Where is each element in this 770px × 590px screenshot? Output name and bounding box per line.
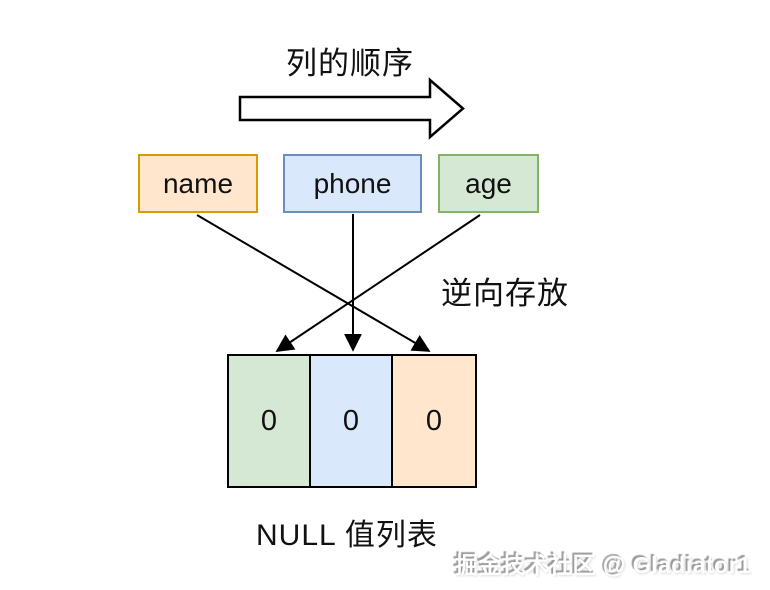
null-bitmap-cell-phone: 0 [309,354,393,488]
null-bitmap-cell-age: 0 [227,354,311,488]
right-block-arrow-icon [238,77,465,140]
null-cell-value: 0 [260,404,278,437]
null-cell-value: 0 [342,404,360,437]
column-label-age: age [465,167,512,199]
column-box-name: name [138,154,258,213]
column-label-name: name [162,167,234,199]
null-cell-value: 0 [425,404,443,437]
reverse-storage-label: 逆向存放 [441,276,569,311]
diagram-title: 列的顺序 [286,46,414,81]
null-list-caption: NULL 值列表 [256,519,438,552]
column-box-age: age [438,154,539,213]
watermark-text: 掘金技术社区 @ Gladiator1 [455,552,752,578]
arrow-name-to-right-cell [196,214,431,352]
column-label-phone: phone [313,167,392,199]
column-box-phone: phone [283,154,422,213]
null-bitmap-cell-name: 0 [391,354,477,488]
